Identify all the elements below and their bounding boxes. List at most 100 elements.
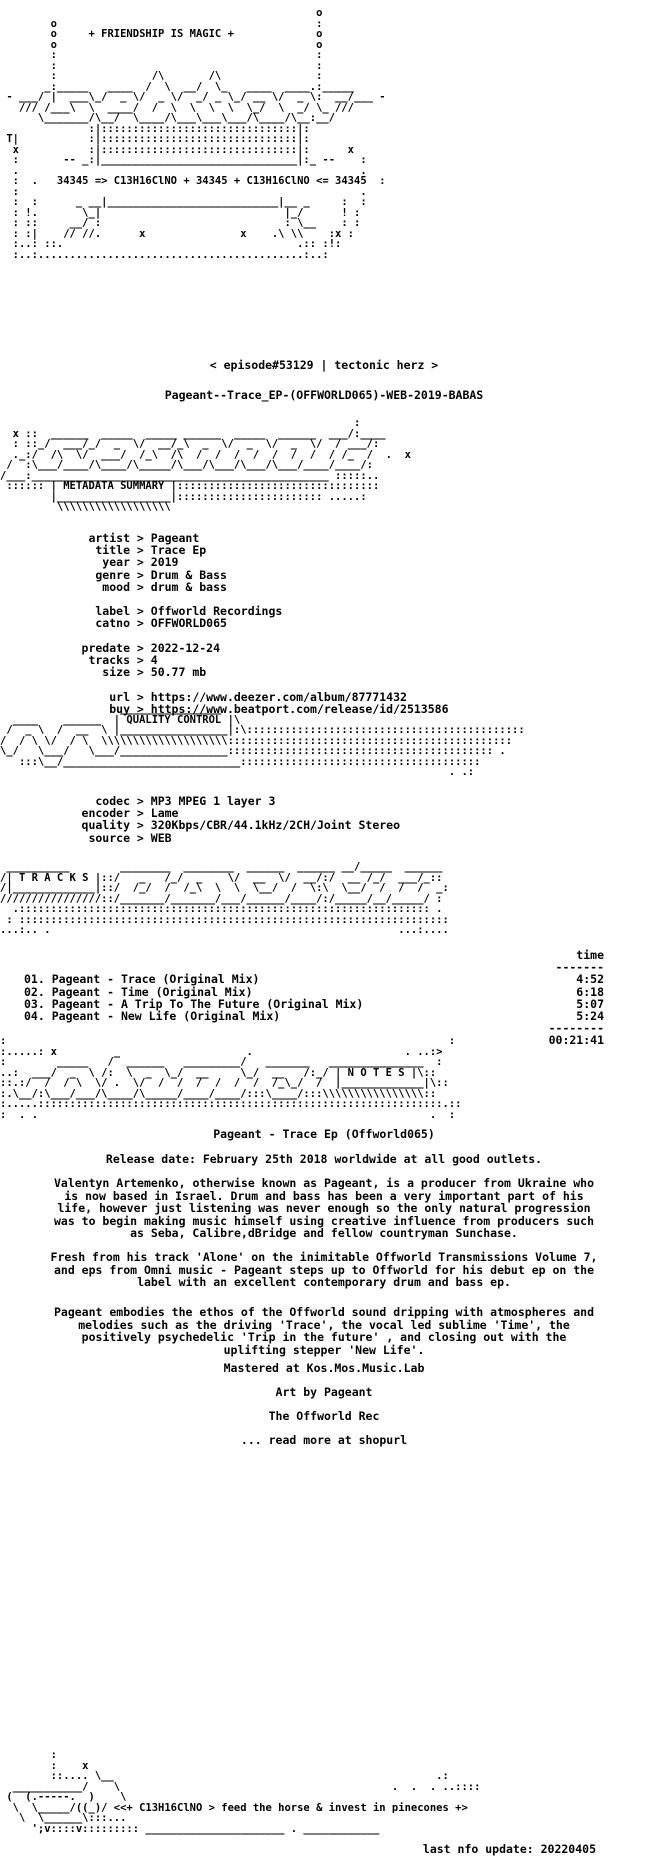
info-row: size > 50.77 mb (0, 666, 648, 678)
track-duration: 6:18 (576, 984, 604, 999)
info-key: predate (81, 640, 130, 655)
notes-banner-art: : : :.....: x _ . . ..:> : _____ / _____… (0, 1035, 462, 1121)
info-row: codec > MP3 MPEG 1 layer 3 (0, 795, 648, 807)
info-key: buy (109, 701, 130, 716)
notes-paragraph: Mastered at Kos.Mos.Music.Lab (223, 1361, 425, 1375)
info-value: 4 (150, 653, 158, 668)
info-separator: > (130, 604, 151, 619)
quality-control-banner-art: ________________ ____ ______ | QUALITY C… (0, 703, 525, 778)
track-number: 04. (24, 1009, 45, 1024)
info-separator: > (130, 818, 151, 833)
info-key: quality (81, 818, 130, 833)
info-key: genre (95, 567, 130, 582)
info-separator: > (130, 653, 151, 668)
track-row: 01. Pageant - Trace (Original Mix) 4:52 (24, 973, 604, 985)
info-value: 2019 (150, 555, 179, 570)
info-row (0, 630, 648, 642)
info-row: title > Trace Ep (0, 544, 648, 556)
info-separator: > (130, 689, 151, 704)
last-nfo-update: last nfo update: 20220405 (422, 1842, 596, 1856)
track-title: Pageant - Time (Original Mix) (51, 984, 253, 999)
info-row: quality > 320Kbps/CBR/44.1kHz/2CH/Joint … (0, 819, 648, 831)
footer-ascii-art: : : x ::.... \__ .: ___________/ \ . . .… (6, 1749, 481, 1835)
info-key: codec (95, 794, 130, 808)
track-title: Pageant - Trace (Original Mix) (51, 972, 260, 987)
info-row (0, 678, 648, 690)
episode-tagline: < episode#53129 | tectonic herz > (209, 358, 439, 372)
info-separator: > (130, 640, 151, 655)
info-key: size (102, 665, 130, 680)
info-key: label (95, 604, 130, 619)
notes-read-more: ... read more at shopurl (240, 1433, 408, 1447)
tracklist: time ------- 01. Pageant - Trace (Origin… (24, 949, 604, 1047)
info-value: MP3 MPEG 1 layer 3 (150, 794, 276, 808)
info-separator: > (130, 616, 151, 631)
info-value: Trace Ep (150, 543, 207, 558)
info-row: predate > 2022-12-24 (0, 642, 648, 654)
info-key: mood (102, 579, 130, 594)
release-name: Pageant--Trace_EP-(OFFWORLD065)-WEB-2019… (164, 388, 484, 402)
notes-paragraph: Valentyn Artemenko, otherwise known as P… (53, 1176, 595, 1240)
track-number: 03. (24, 996, 45, 1011)
info-separator: > (130, 701, 151, 716)
info-separator: > (130, 665, 151, 680)
info-value: https://www.deezer.com/album/87771432 (150, 689, 407, 704)
info-separator: > (130, 531, 151, 545)
info-value: WEB (150, 830, 172, 845)
info-value: drum & bass (150, 579, 227, 594)
info-row: buy > https://www.beatport.com/release/i… (0, 703, 648, 715)
track-row: 02. Pageant - Time (Original Mix) 6:18 (24, 984, 604, 999)
track-row: 04. Pageant - New Life (Original Mix) 5:2… (24, 1010, 604, 1022)
info-value: 2022-12-24 (150, 640, 221, 655)
tracks-banner-art: __________ ________ ________ ______ ____… (0, 861, 449, 936)
track-number: 01. (24, 972, 45, 987)
track-number: 02. (24, 984, 45, 999)
track-row: 03. Pageant - A Trip To The Future (Orig… (24, 998, 604, 1010)
info-separator: > (130, 579, 151, 594)
info-separator: > (130, 830, 151, 845)
info-row: year > 2019 (0, 556, 648, 568)
track-duration: 5:07 (576, 996, 604, 1011)
header-ascii-art: o o : o + FRIENDSHIP IS MAGIC + o o o : (6, 7, 386, 261)
info-row: source > WEB (0, 830, 648, 845)
info-value: Drum & Bass (150, 567, 227, 582)
track-duration: 5:24 (576, 1009, 604, 1024)
info-value: 50.77 mb (150, 665, 207, 680)
track-duration: 4:52 (576, 972, 604, 987)
info-key: source (88, 830, 130, 845)
notes-paragraph: Art by Pageant (275, 1385, 373, 1399)
info-key: artist (88, 531, 130, 545)
info-key: tracks (88, 653, 130, 668)
track-title: Pageant - A Trip To The Future (Original… (51, 996, 364, 1011)
info-key: catno (95, 616, 130, 631)
time-column-header: time (576, 948, 604, 962)
track-title: Pageant - New Life (Original Mix) (51, 1009, 281, 1024)
info-separator: > (130, 555, 151, 570)
tracklist-rule-bottom: -------- (548, 1021, 604, 1036)
info-separator: > (130, 567, 151, 582)
info-key: encoder (81, 806, 130, 821)
info-value: Offworld Recordings (150, 604, 283, 619)
info-row: genre > Drum & Bass (0, 567, 648, 582)
info-row: label > Offworld Recordings (0, 605, 648, 617)
notes-paragraph: Pageant embodies the ethos of the Offwor… (53, 1305, 595, 1357)
info-row: mood > drum & bass (0, 581, 648, 593)
info-separator: > (130, 806, 151, 821)
info-value: Lame (150, 806, 179, 821)
notes-heading: Pageant - Trace Ep (Offworld065) (213, 1127, 435, 1141)
info-key: year (102, 555, 130, 570)
info-separator: > (130, 543, 151, 558)
notes-paragraph: Release date: February 25th 2018 worldwi… (105, 1152, 543, 1166)
info-key: url (109, 689, 130, 704)
info-row: catno > OFFWORLD065 (0, 617, 648, 629)
info-value: Pageant (150, 531, 200, 545)
metadata-banner-art: : x :: ______ _____ _____ ______ _____ _… (0, 417, 411, 513)
info-row: encoder > Lame (0, 807, 648, 819)
info-key: title (95, 543, 130, 558)
info-row: artist > Pageant (0, 532, 648, 544)
info-value: OFFWORLD065 (150, 616, 227, 631)
